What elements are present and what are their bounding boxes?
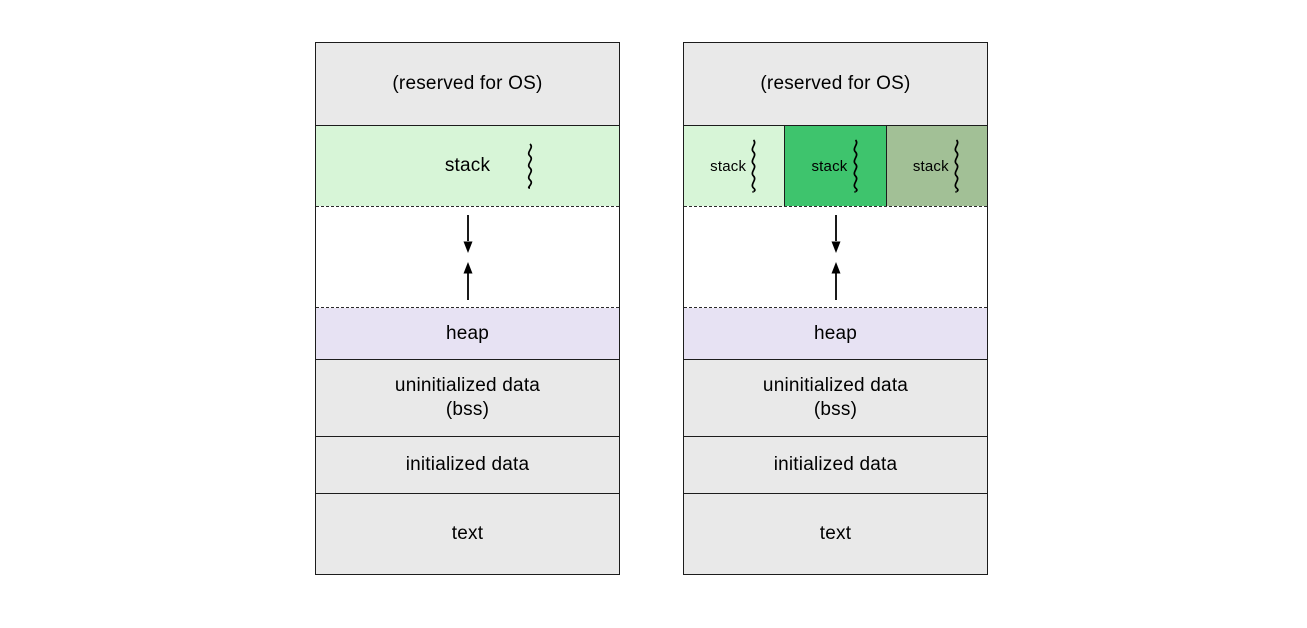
thread-stack-2: stack (784, 126, 886, 206)
thread-stacks-section: stack stack stack (684, 125, 987, 206)
stack-label: stack (811, 157, 848, 175)
reserved-os-label: (reserved for OS) (392, 73, 543, 94)
stack-label: stack (444, 155, 491, 176)
stack-section: stack (316, 125, 619, 206)
text-segment-label: text (451, 523, 484, 544)
thread-stack-1: stack (684, 126, 785, 206)
bss-label-line1: uninitialized data (394, 375, 541, 397)
stack-grows-down-arrow-icon (461, 214, 475, 253)
initialized-data-label: initialized data (405, 454, 530, 475)
initialized-data-label: initialized data (773, 454, 898, 475)
reserved-os-section: (reserved for OS) (316, 43, 619, 125)
thread-stacks-row: stack stack stack (684, 126, 987, 206)
bss-label-line2: (bss) (813, 399, 858, 420)
heap-label: heap (813, 322, 858, 344)
stack-label: stack (912, 157, 949, 175)
initialized-data-section: initialized data (316, 436, 619, 493)
stack-grows-down-arrow-icon (829, 214, 843, 253)
wavy-line-icon (525, 143, 535, 189)
thread-stack-3: stack (885, 126, 987, 206)
text-section: text (316, 493, 619, 574)
growth-gap-section (316, 206, 619, 308)
bss-section: uninitialized data (bss) (684, 359, 987, 436)
wavy-line-icon (952, 139, 961, 193)
heap-grows-up-arrow-icon (829, 261, 843, 300)
text-section: text (684, 493, 987, 574)
reserved-os-section: (reserved for OS) (684, 43, 987, 125)
heap-label: heap (445, 322, 490, 344)
bss-section: uninitialized data (bss) (316, 359, 619, 436)
heap-section: heap (684, 308, 987, 359)
growth-gap-section (684, 206, 987, 308)
reserved-os-label: (reserved for OS) (760, 73, 911, 94)
bss-label-line1: uninitialized data (762, 375, 909, 397)
bss-label-line2: (bss) (445, 399, 490, 420)
text-segment-label: text (819, 523, 852, 544)
heap-grows-up-arrow-icon (461, 261, 475, 300)
multi-thread-memory-column: (reserved for OS) stack stack (683, 42, 988, 575)
heap-section: heap (316, 308, 619, 359)
initialized-data-section: initialized data (684, 436, 987, 493)
wavy-line-icon (851, 139, 860, 193)
single-thread-memory-column: (reserved for OS) stack (315, 42, 620, 575)
wavy-line-icon (749, 139, 758, 193)
stack-label: stack (710, 157, 747, 175)
